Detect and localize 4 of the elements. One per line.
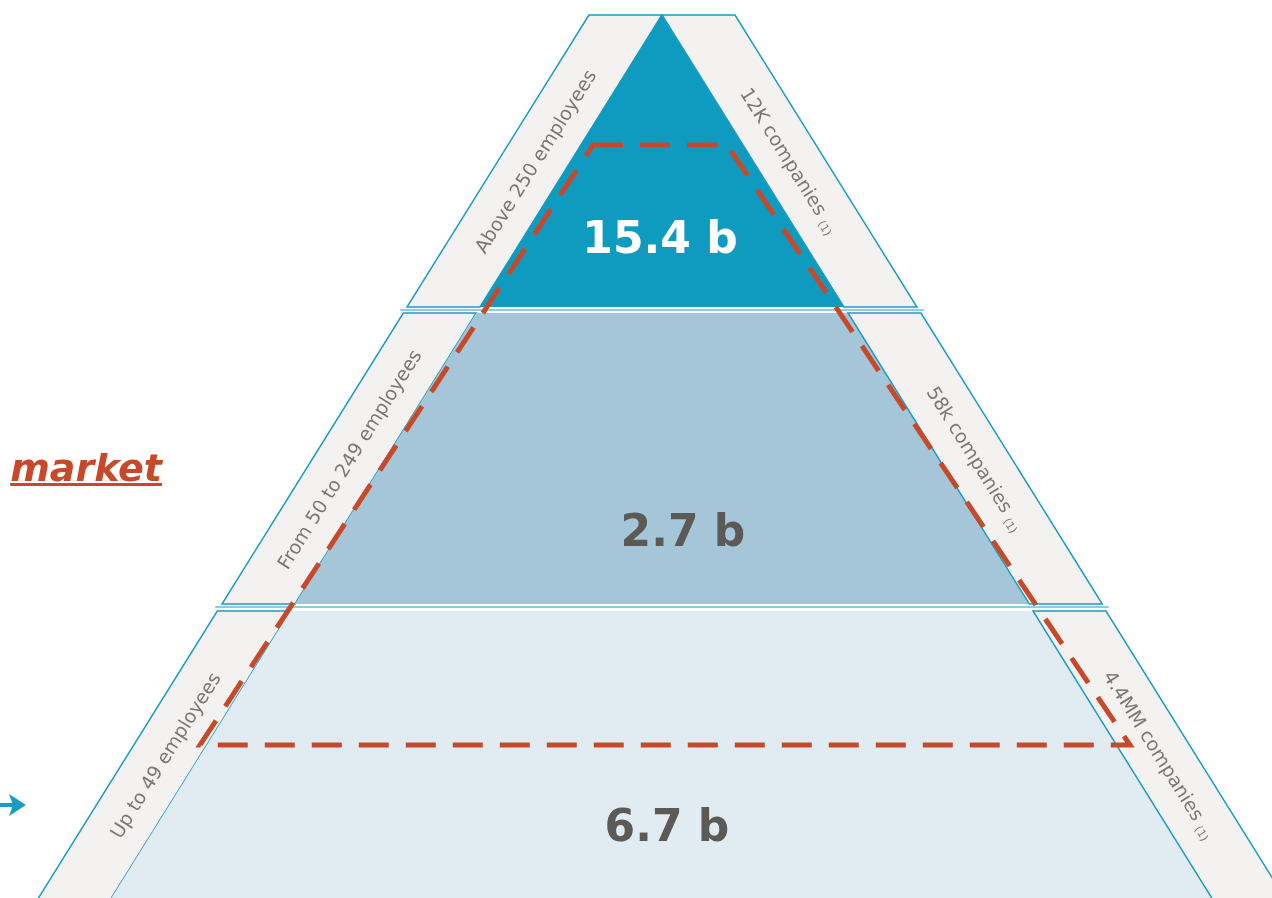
tier-value: 15.4 b — [582, 211, 738, 263]
tier-value: 2.7 b — [620, 504, 746, 556]
tier-value: 6.7 b — [604, 799, 730, 851]
heading-text: market — [10, 446, 162, 490]
